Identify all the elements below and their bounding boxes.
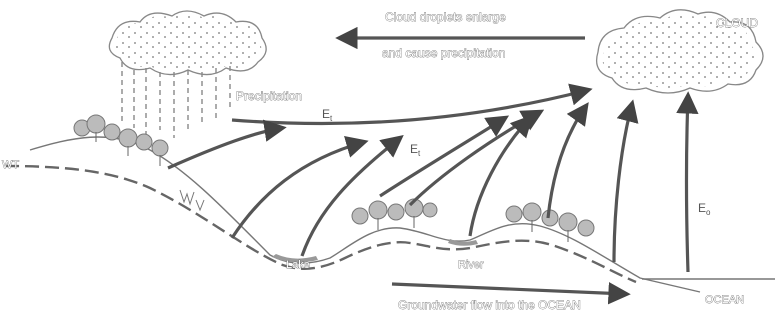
- et-upper-label: Et: [322, 107, 333, 123]
- evap-arrow-2: [614, 104, 632, 262]
- river-label: River: [458, 259, 484, 271]
- et-arrow-3: [302, 138, 400, 256]
- precipitation-label: Precipitation: [236, 89, 302, 103]
- ocean-label: OCEAN: [705, 294, 744, 306]
- cloud-label: CLOUD: [716, 16, 758, 30]
- groundwater-label: Groundwater flow into the OCEAN: [398, 298, 581, 312]
- river: [448, 239, 478, 246]
- rain-cloud: [109, 11, 266, 75]
- wt-label: WT: [2, 159, 19, 171]
- droplets-label-line1: Cloud droplets enlarge: [385, 10, 506, 24]
- evap-arrow-1: [548, 106, 586, 218]
- evap-ocean-label: Eo: [698, 201, 711, 217]
- water-table: [5, 166, 636, 282]
- droplets-label-line2: and cause precipitation: [382, 46, 505, 60]
- evap-arrow-ocean: [687, 96, 689, 272]
- groundwater-arrow: [392, 284, 626, 294]
- et-middle-label: Et: [410, 142, 421, 158]
- vegetation-middle: [352, 199, 437, 230]
- et-arrow-5: [410, 112, 540, 205]
- et-arrow-1: [168, 128, 282, 168]
- lake-label: Lake: [286, 259, 310, 271]
